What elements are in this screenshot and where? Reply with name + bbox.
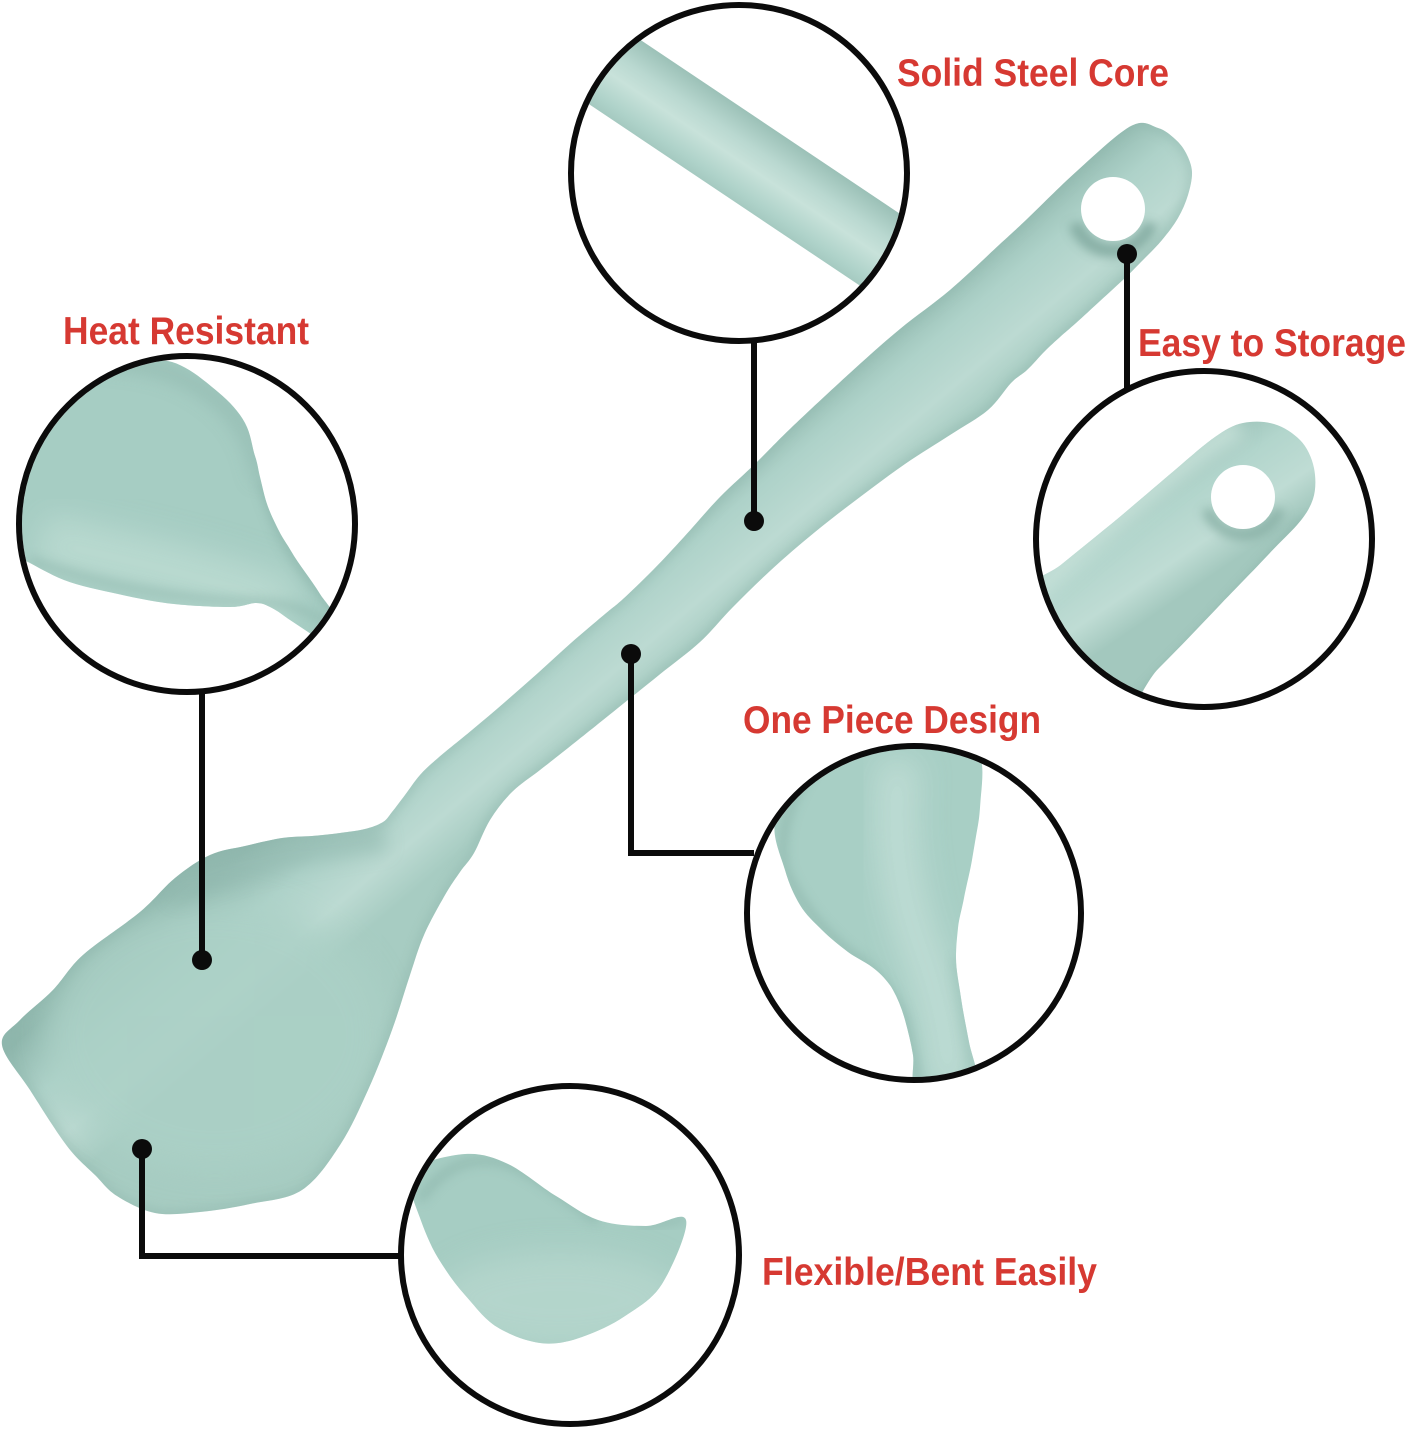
svg-text:Flexible/Bent Easily: Flexible/Bent Easily xyxy=(762,1251,1097,1294)
svg-text:Easy to Storage: Easy to Storage xyxy=(1138,322,1406,365)
svg-text:Heat Resistant: Heat Resistant xyxy=(63,310,309,353)
svg-text:One Piece Design: One Piece Design xyxy=(743,699,1041,742)
svg-text:Solid Steel Core: Solid Steel Core xyxy=(897,52,1169,95)
